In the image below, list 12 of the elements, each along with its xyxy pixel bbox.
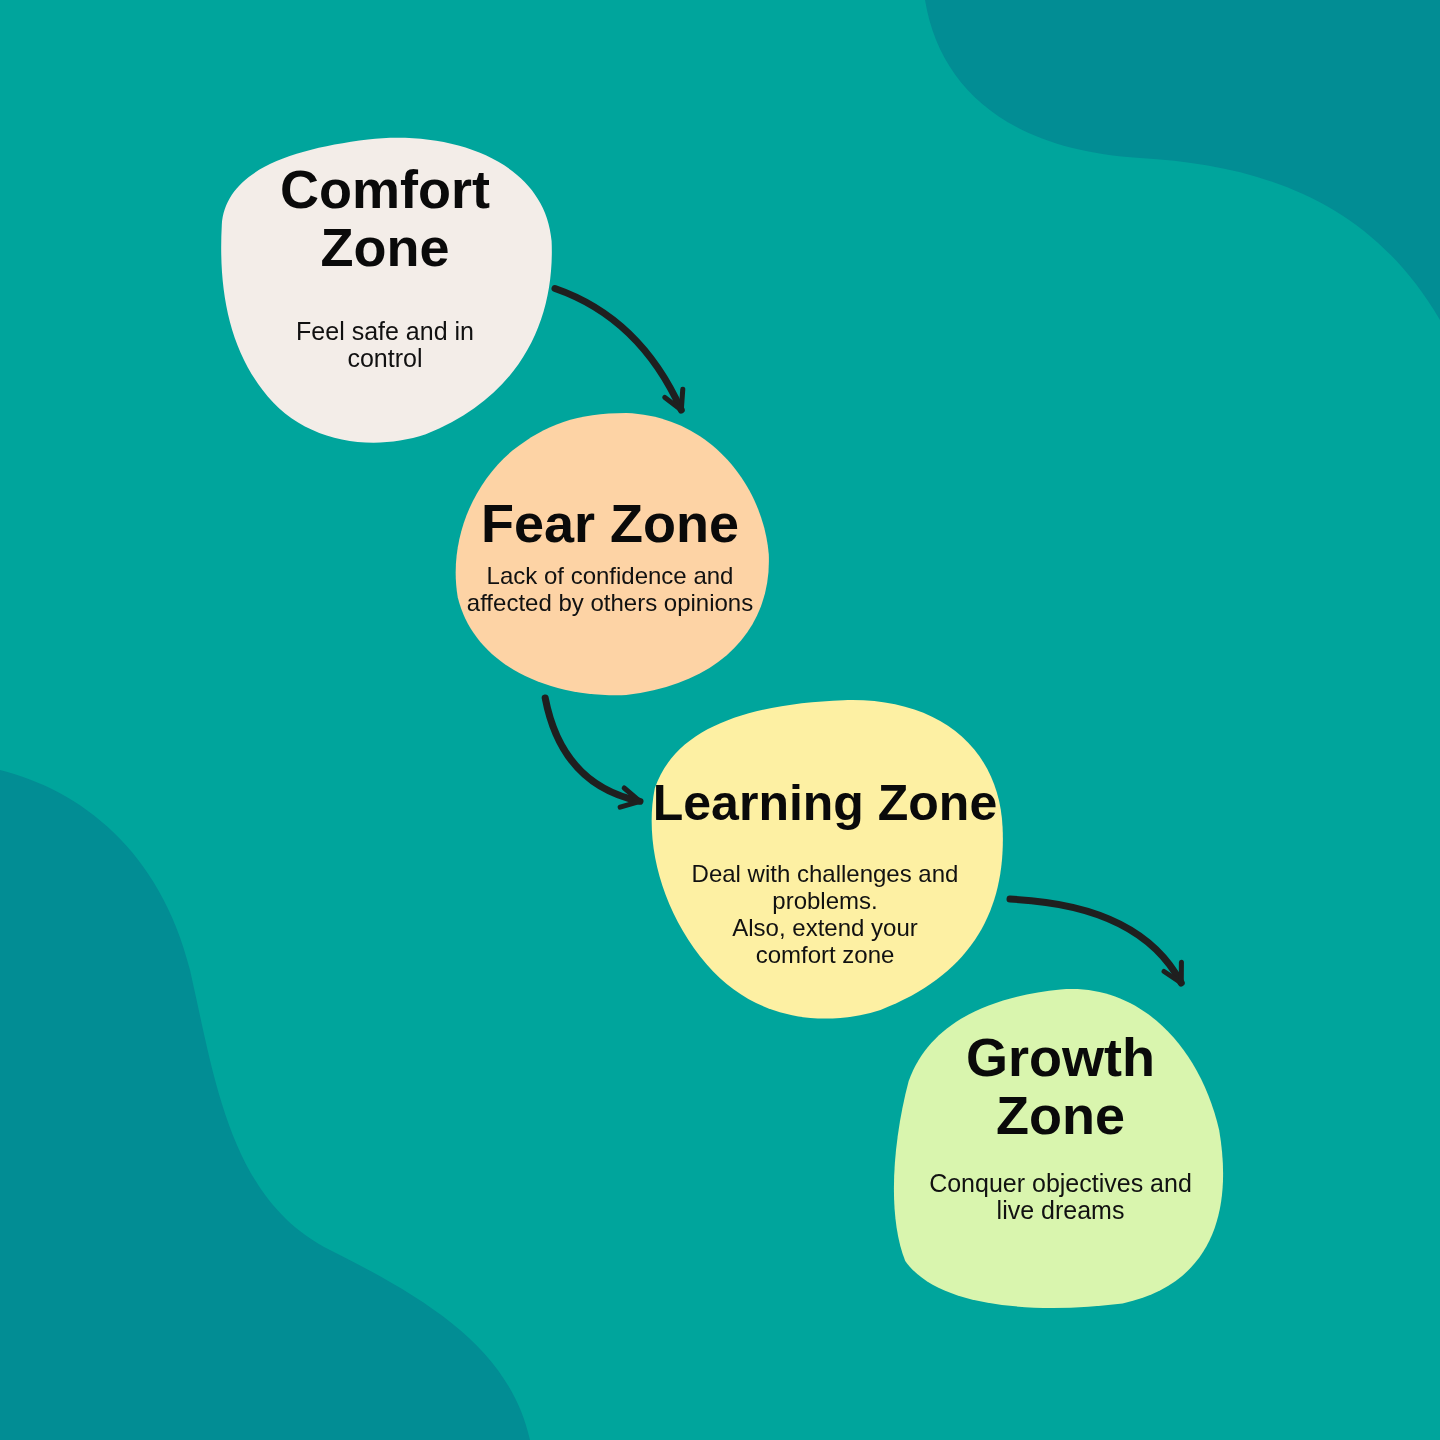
zone-description: Lack of confidence and affected by others opinions bbox=[465, 562, 755, 616]
zone-title: Growth Zone bbox=[965, 1028, 1156, 1144]
arrow bbox=[541, 694, 644, 809]
zone-title: Comfort Zone bbox=[279, 160, 491, 276]
zone-description: Conquer objectives and live dreams bbox=[928, 1170, 1193, 1224]
zone-title: Fear Zone bbox=[479, 494, 741, 552]
zone-title: Learning Zone bbox=[651, 775, 999, 831]
zone-description: Also, extend your comfort zone bbox=[731, 914, 919, 968]
arrow bbox=[1006, 895, 1185, 987]
arrow bbox=[551, 285, 685, 414]
zone-description: Deal with challenges and problems. bbox=[690, 860, 960, 914]
zone-description: Feel safe and in control bbox=[295, 318, 475, 372]
